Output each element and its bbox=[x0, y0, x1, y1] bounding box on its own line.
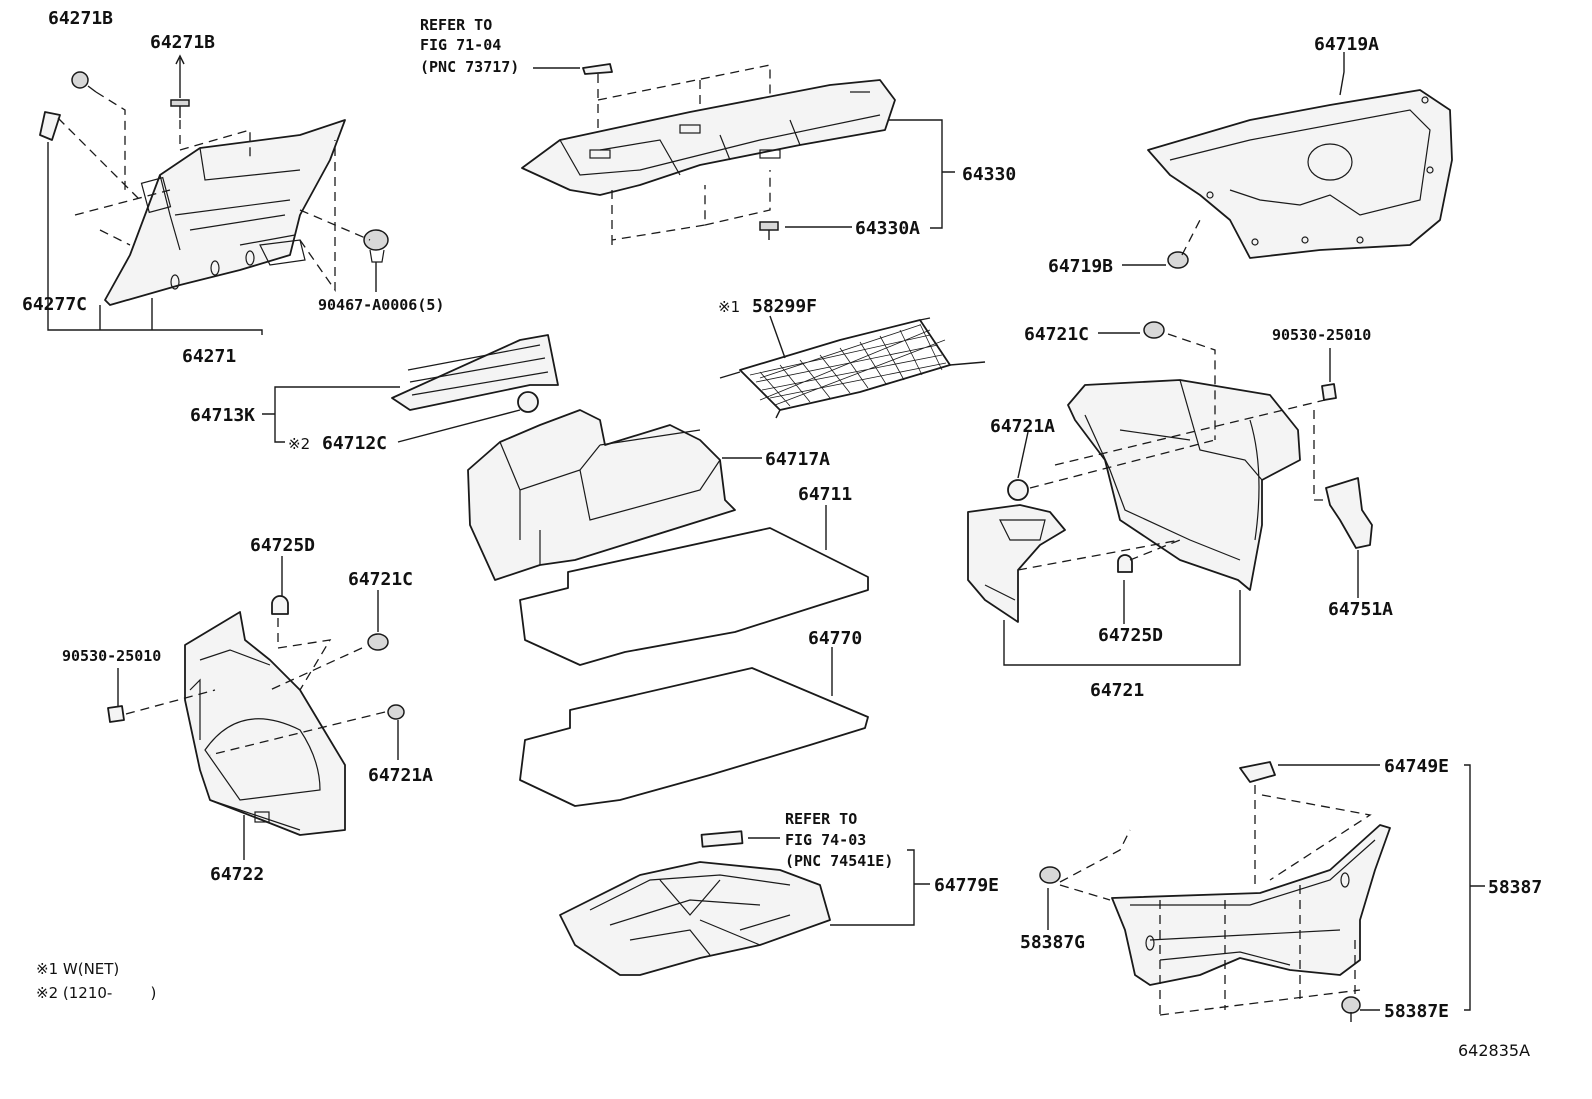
part-64330-tray bbox=[521, 79, 896, 196]
label-64751A: 64751A bbox=[1328, 599, 1393, 620]
clip-73717 bbox=[582, 63, 613, 75]
label-64271B-a: 64271B bbox=[48, 8, 113, 29]
label-64330: 64330 bbox=[962, 164, 1016, 185]
part-58299F-net bbox=[719, 317, 986, 419]
clip-90530-right bbox=[1321, 383, 1337, 401]
refer2-line3: (PNC 74541E) bbox=[785, 852, 893, 870]
label-64770: 64770 bbox=[808, 628, 862, 649]
label-90530-left: 90530-25010 bbox=[62, 647, 161, 665]
refer1-line1: REFER TO bbox=[420, 16, 492, 34]
leader-58387 bbox=[1047, 764, 1485, 1011]
part-64779E-tray bbox=[559, 830, 831, 976]
clip-64721C-left bbox=[367, 633, 389, 651]
leader-64271 bbox=[47, 142, 263, 335]
label-58299F: 58299F bbox=[752, 296, 817, 317]
label-64330A: 64330A bbox=[855, 218, 920, 239]
label-64719B: 64719B bbox=[1048, 256, 1113, 277]
part-58387-sill bbox=[1111, 824, 1391, 986]
leader-64713K bbox=[262, 386, 521, 443]
label-64725D-right: 64725D bbox=[1098, 625, 1163, 646]
leader-64721 bbox=[1003, 332, 1359, 666]
leader-64779E bbox=[748, 837, 930, 926]
part-64711-mat bbox=[519, 527, 869, 666]
leader-dash-64271 bbox=[57, 91, 371, 293]
label-58299F-mark: ※1 bbox=[718, 298, 740, 316]
refer2-line2: FIG 74-03 bbox=[785, 831, 866, 849]
label-90530-right: 90530-25010 bbox=[1272, 326, 1371, 344]
clip-64721C-right bbox=[1143, 321, 1165, 339]
clip-64721A-right bbox=[1007, 479, 1029, 501]
label-64721C-left: 64721C bbox=[348, 569, 413, 590]
refer2-line1: REFER TO bbox=[785, 810, 857, 828]
label-64717A: 64717A bbox=[765, 449, 830, 470]
label-64721A-right: 64721A bbox=[990, 416, 1055, 437]
refer1-line2: FIG 71-04 bbox=[420, 36, 501, 54]
leader-dash-64719B bbox=[1181, 219, 1201, 256]
leader-64719A bbox=[1339, 52, 1345, 96]
label-64725D-left: 64725D bbox=[250, 535, 315, 556]
label-64271B-b: 64271B bbox=[150, 32, 215, 53]
leader-64722 bbox=[117, 556, 399, 860]
part-64721-trim bbox=[1067, 379, 1301, 591]
label-58387: 58387 bbox=[1488, 877, 1542, 898]
label-64271: 64271 bbox=[182, 346, 236, 367]
label-64711: 64711 bbox=[798, 484, 852, 505]
part-64722-trim bbox=[184, 611, 346, 836]
clip-64277C bbox=[39, 111, 61, 141]
label-64719A: 64719A bbox=[1314, 34, 1379, 55]
label-64713K: 64713K bbox=[190, 405, 255, 426]
part-64721-front bbox=[967, 504, 1066, 623]
clip-64271B-lower bbox=[170, 54, 190, 118]
label-64712C: 64712C bbox=[322, 433, 387, 454]
label-64722: 64722 bbox=[210, 864, 264, 885]
figure-code: 642835A bbox=[1458, 1041, 1530, 1060]
clip-90530-left bbox=[107, 705, 125, 723]
leader-58299F bbox=[769, 315, 786, 359]
part-64770-mat bbox=[519, 667, 869, 807]
part-64713K-trim bbox=[391, 334, 559, 411]
clip-58387E bbox=[1341, 996, 1361, 1022]
label-64277C: 64277C bbox=[22, 294, 87, 315]
leader-dash-58387 bbox=[1059, 785, 1372, 1016]
clip-64725D-right bbox=[1117, 554, 1133, 573]
clip-90467 bbox=[363, 229, 389, 263]
clip-64719B bbox=[1167, 251, 1189, 269]
note-2: ※2 (1210- ) bbox=[36, 984, 156, 1002]
clip-64330A bbox=[759, 221, 779, 240]
leader-dash-64721 bbox=[1017, 333, 1326, 571]
clip-64749E bbox=[1239, 761, 1276, 783]
label-58387G: 58387G bbox=[1020, 932, 1085, 953]
leader-dash-64330 bbox=[597, 64, 771, 245]
part-64751A-bracket bbox=[1325, 477, 1373, 549]
label-90467: 90467-A0006(5) bbox=[318, 296, 444, 314]
leader-64330 bbox=[785, 119, 955, 229]
leader-dash-64722 bbox=[125, 618, 386, 756]
label-64749E: 64749E bbox=[1384, 756, 1449, 777]
part-64717A-trim bbox=[467, 409, 736, 581]
clip-64721A-left bbox=[387, 704, 405, 720]
label-64721A-left: 64721A bbox=[368, 765, 433, 786]
clip-64271B-upper bbox=[71, 71, 97, 93]
label-64779E: 64779E bbox=[934, 875, 999, 896]
note-1: ※1 W(NET) bbox=[36, 960, 119, 978]
part-64719A-liner bbox=[1147, 89, 1453, 259]
label-64712C-mark: ※2 bbox=[288, 435, 310, 453]
label-64721: 64721 bbox=[1090, 680, 1144, 701]
refer1-line3: (PNC 73717) bbox=[420, 58, 519, 76]
clip-64725D-left bbox=[271, 595, 289, 615]
label-64721C-right: 64721C bbox=[1024, 324, 1089, 345]
clip-58387G bbox=[1039, 866, 1061, 884]
part-64271-panel bbox=[104, 119, 346, 306]
label-58387E: 58387E bbox=[1384, 1001, 1449, 1022]
clip-64712C bbox=[517, 391, 539, 413]
